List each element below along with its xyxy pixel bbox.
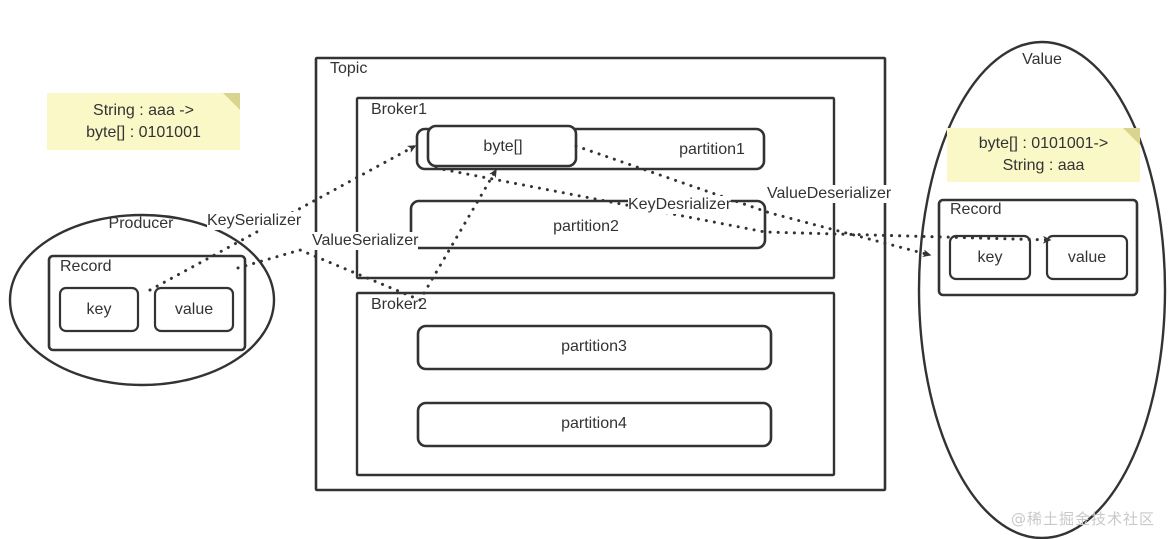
partition1-label: partition1 <box>679 140 745 158</box>
value-deserializer-label: ValueDeserializer <box>767 185 892 204</box>
partition4-label: partition4 <box>561 414 627 432</box>
producer-note-line2: byte[] : 0101001 <box>86 123 201 141</box>
key-deserializer-arrow <box>574 144 932 257</box>
watermark-text: @稀土掘金技术社区 <box>1010 510 1155 528</box>
broker1-box <box>355 96 836 280</box>
note-fold-corner <box>223 93 240 110</box>
partition1-box <box>415 127 766 171</box>
consumer-record-box <box>937 198 1139 297</box>
partition2-box <box>409 199 767 250</box>
partition3-box <box>416 324 773 371</box>
producer-ellipse <box>8 213 276 387</box>
consumer-key-label: key <box>977 248 1003 266</box>
topic-label: Topic <box>330 60 368 77</box>
consumer-note-line1: byte[] : 0101001-> <box>978 135 1109 153</box>
topic-box <box>314 56 887 492</box>
partition4-box <box>416 401 773 448</box>
producer-key-box <box>58 286 140 333</box>
value-deserializer-arrow <box>434 166 1052 244</box>
producer-record-box <box>47 254 247 352</box>
consumer-ellipse <box>917 40 1167 539</box>
value-serializer-arrow <box>236 168 498 302</box>
broker1-label: Broker1 <box>371 101 428 118</box>
producer-record-label: Record <box>60 258 112 275</box>
consumer-deserialization-note: byte[] : 0101001-> String : aaa <box>947 128 1140 182</box>
consumer-record-label: Record <box>950 201 1002 218</box>
producer-value-label: value <box>174 300 214 318</box>
partition3-label: partition3 <box>561 337 627 355</box>
producer-note-line1: String : aaa -> <box>93 101 194 119</box>
key-serializer-label: KeySerializer <box>207 212 302 231</box>
producer-key-label: key <box>86 300 112 318</box>
partition2-label: partition2 <box>553 217 619 235</box>
consumer-value-box <box>1045 234 1129 281</box>
consumer-note-line2: String : aaa <box>1002 157 1085 174</box>
producer-label: Producer <box>108 214 174 232</box>
value-serializer-label: ValueSerializer <box>312 232 419 251</box>
key-deserializer-label: KeyDesrializer <box>628 196 732 215</box>
consumer-value-ellipse-label: Value <box>1022 50 1062 68</box>
broker2-label: Broker2 <box>371 296 428 313</box>
producer-value-box <box>153 286 235 333</box>
producer-serialization-note: String : aaa -> byte[] : 0101001 <box>47 93 240 150</box>
consumer-value-label: value <box>1067 248 1107 266</box>
broker2-box <box>355 291 836 477</box>
byte-array-label: byte[] <box>483 137 523 155</box>
consumer-key-box <box>948 234 1032 281</box>
note-fold-corner <box>1123 128 1140 145</box>
key-serializer-arrow <box>148 144 417 292</box>
